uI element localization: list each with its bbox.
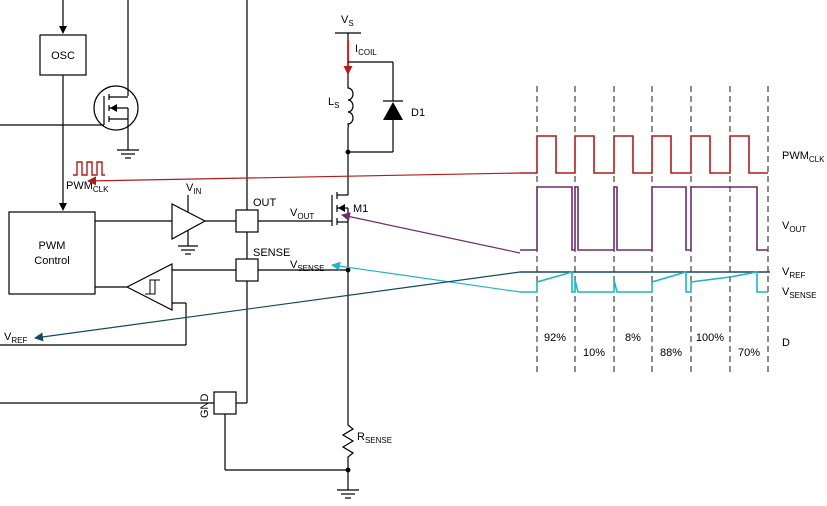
vref-pointer [34, 271, 521, 342]
duty-cycle-5: 100% [696, 332, 724, 344]
vout-label: VOUT [290, 207, 314, 221]
wave-label-vout: VOUT [782, 220, 806, 234]
sense-pin-label: SENSE [253, 247, 290, 259]
icoil-label: ICOIL [355, 43, 377, 57]
gnd-pin-label: GND [199, 394, 211, 419]
pwm-clk-label: PWMCLK [66, 180, 109, 194]
vout-waveform [520, 186, 768, 251]
rsense-label: RSENSE [357, 431, 392, 445]
vs-label: VS [341, 14, 354, 28]
pwm-control-label-2: Control [34, 255, 69, 267]
vsense-pointer [331, 261, 521, 293]
reset-mosfet [0, 0, 139, 159]
vsense-waveform [520, 270, 768, 293]
vin-label: VIN [186, 182, 202, 196]
ls-label: LS [328, 96, 339, 110]
duty-cycle-4: 88% [660, 347, 682, 359]
out-pin-label: OUT [253, 197, 277, 209]
duty-cycle-2: 10% [583, 347, 605, 359]
output-buffer [95, 195, 236, 255]
wave-label-d: D [782, 337, 790, 349]
wave-label-pwmclk: PWMCLK [782, 150, 825, 164]
diode-d1 [383, 100, 403, 152]
resistor-rsense [341, 424, 355, 470]
comparator [0, 263, 236, 346]
pwm-clk-pointer [87, 172, 521, 186]
wave-label-vref: VREF [782, 266, 805, 280]
pwm-clk-icon [73, 161, 105, 176]
duty-cycle-3: 8% [625, 332, 641, 344]
vsense-label: VSENSE [290, 259, 324, 273]
vref-left-label: VREF [4, 331, 27, 345]
pwm-control-label-1: PWM [39, 240, 66, 252]
mosfet-m1 [258, 190, 349, 226]
duty-cycle-6: 70% [738, 347, 760, 359]
pwm-clk-waveform [520, 135, 768, 174]
vout-pointer [341, 212, 521, 254]
osc-label: OSC [51, 50, 75, 62]
d1-label: D1 [411, 107, 425, 119]
osc-block: OSC [39, 0, 87, 211]
m1-label: M1 [353, 203, 368, 215]
inductor-ls [347, 80, 354, 152]
out-pin [235, 209, 259, 233]
wave-label-vsense: VSENSE [782, 286, 816, 300]
gnd-pin [213, 391, 237, 415]
duty-cycle-1: 92% [544, 332, 566, 344]
sense-pin [235, 258, 259, 282]
pwm-control-block: PWM Control [8, 211, 96, 295]
